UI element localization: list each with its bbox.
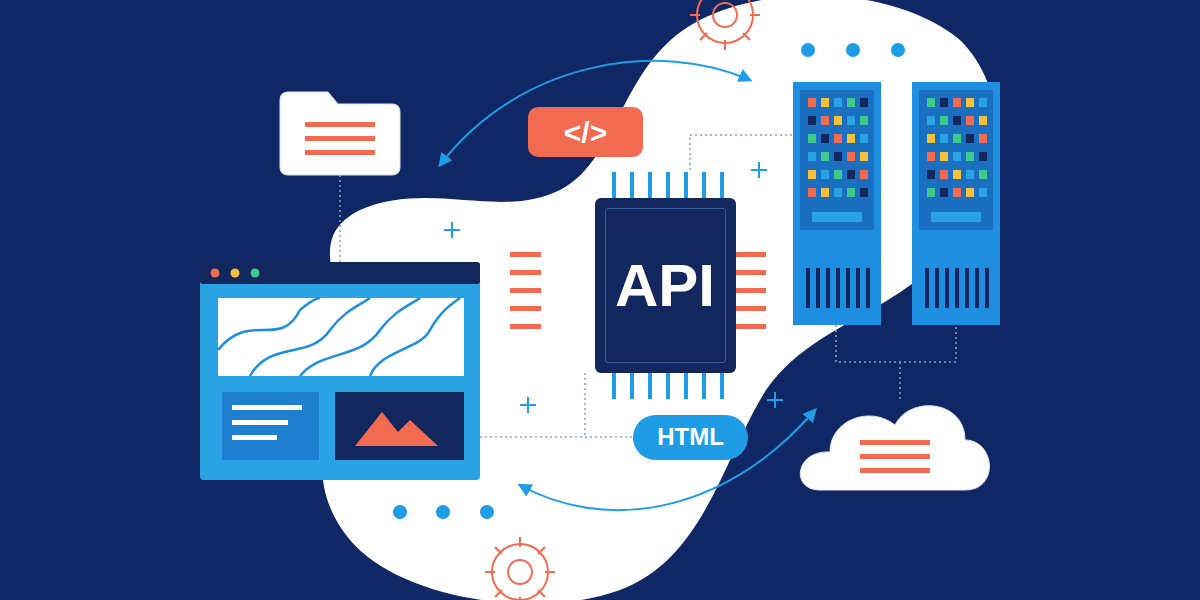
server-light — [834, 152, 842, 161]
server-light — [940, 98, 948, 107]
server-light — [847, 152, 855, 161]
server-light — [953, 170, 961, 179]
server-light — [860, 152, 868, 161]
server-vent — [985, 268, 989, 308]
server-light — [966, 152, 974, 161]
cloud-icon — [800, 406, 989, 490]
server-light — [927, 98, 935, 107]
server-light — [834, 98, 842, 107]
server-light — [808, 170, 816, 179]
server-light — [940, 188, 948, 197]
server-rack — [912, 82, 1000, 325]
server-vent — [965, 268, 969, 308]
flow-arrow — [520, 410, 815, 510]
server-light — [953, 188, 961, 197]
server-light — [979, 98, 987, 107]
server-vent — [806, 268, 810, 308]
server-light — [953, 98, 961, 107]
server-vent — [826, 268, 830, 308]
node-label: API — [615, 253, 715, 319]
server-light — [979, 152, 987, 161]
server-lights — [806, 98, 989, 308]
server-light — [979, 188, 987, 197]
server-light — [966, 134, 974, 143]
code-tag: </> — [528, 107, 643, 157]
server-vent — [945, 268, 949, 308]
plus-sign — [444, 162, 783, 413]
server-vent — [816, 268, 820, 308]
server-light — [940, 152, 948, 161]
server-light — [808, 98, 816, 107]
api-chip: API — [595, 198, 736, 373]
server-vent — [925, 268, 929, 308]
server-light — [834, 188, 842, 197]
node-label: HTML — [657, 424, 724, 450]
server-light — [979, 170, 987, 179]
server-light — [953, 152, 961, 161]
server-light — [808, 116, 816, 125]
server-light — [821, 188, 829, 197]
server-light — [979, 134, 987, 143]
server-light — [821, 116, 829, 125]
server-vent — [866, 268, 870, 308]
folder-icon — [280, 92, 400, 175]
server-light — [966, 98, 974, 107]
server-light — [860, 170, 868, 179]
server-light — [966, 188, 974, 197]
server-light — [927, 170, 935, 179]
server-vent — [856, 268, 860, 308]
server-light — [927, 134, 935, 143]
server-light — [847, 98, 855, 107]
server-light — [860, 116, 868, 125]
server-rack — [793, 82, 881, 325]
server-light — [953, 116, 961, 125]
server-light — [860, 134, 868, 143]
gear-icon — [690, 0, 760, 50]
server-vent — [975, 268, 979, 308]
server-light — [821, 152, 829, 161]
server-light — [953, 134, 961, 143]
flow-arrow — [440, 61, 750, 165]
server-light — [927, 152, 935, 161]
server-light — [821, 170, 829, 179]
server-vent — [846, 268, 850, 308]
server-light — [834, 116, 842, 125]
server-light — [927, 188, 935, 197]
server-light — [808, 152, 816, 161]
server-light — [940, 116, 948, 125]
server-light — [808, 188, 816, 197]
server-vent — [955, 268, 959, 308]
server-light — [847, 116, 855, 125]
chip-pins — [510, 172, 766, 399]
server-light — [847, 188, 855, 197]
server-vent — [836, 268, 840, 308]
server-light — [821, 134, 829, 143]
server-light — [821, 98, 829, 107]
html-pill: HTML — [633, 415, 748, 460]
server-light — [834, 170, 842, 179]
gear-icon — [485, 537, 555, 600]
server-light — [847, 170, 855, 179]
node-label: </> — [564, 116, 607, 149]
server-light — [847, 134, 855, 143]
server-vent — [935, 268, 939, 308]
server-light — [966, 116, 974, 125]
server-light — [860, 98, 868, 107]
server-light — [808, 134, 816, 143]
server-light — [966, 170, 974, 179]
server-light — [860, 188, 868, 197]
server-light — [927, 116, 935, 125]
server-light — [940, 134, 948, 143]
browser-window — [200, 262, 480, 480]
server-light — [834, 134, 842, 143]
server-light — [979, 116, 987, 125]
server-light — [940, 170, 948, 179]
